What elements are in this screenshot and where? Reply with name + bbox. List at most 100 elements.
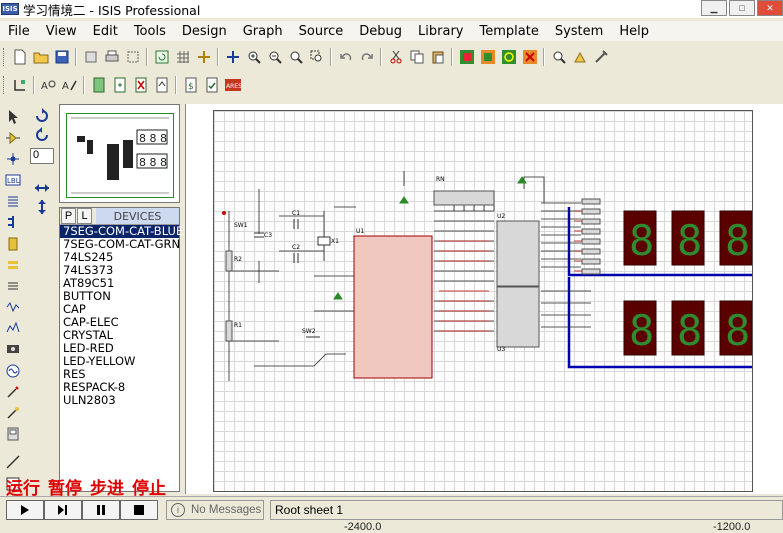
pause-button[interactable]: [82, 499, 120, 520]
new-sheet-icon[interactable]: [89, 76, 108, 95]
library-manager-button[interactable]: L: [77, 208, 92, 224]
2d-graphic-line-icon[interactable]: [3, 453, 23, 472]
device-item[interactable]: CAP: [63, 302, 86, 316]
menu-view[interactable]: View: [45, 23, 77, 39]
block-move-icon[interactable]: [478, 48, 497, 67]
seven-segment-digit[interactable]: 8: [623, 300, 657, 356]
overview-window[interactable]: 8 8 8 8 8 8: [59, 104, 180, 203]
play-button[interactable]: [6, 499, 44, 520]
zoom-in-icon[interactable]: [244, 48, 263, 67]
grid-icon[interactable]: [173, 48, 192, 67]
junction-dot-icon[interactable]: [3, 149, 23, 168]
pick-devices-button[interactable]: P: [61, 208, 76, 224]
current-probe-icon[interactable]: [3, 382, 23, 401]
c2-capacitor[interactable]: [293, 253, 299, 263]
device-item[interactable]: 74LS245: [63, 250, 114, 264]
mirror-y-icon[interactable]: [33, 197, 52, 216]
device-item[interactable]: RESPACK-8: [63, 380, 126, 394]
copy-icon[interactable]: [407, 48, 426, 67]
block-delete-icon[interactable]: [520, 48, 539, 67]
print-icon[interactable]: [102, 48, 121, 67]
u2-chip[interactable]: [496, 220, 540, 287]
property-tool-icon[interactable]: A: [60, 76, 79, 95]
menu-graph[interactable]: Graph: [242, 23, 283, 39]
bill-of-materials-icon[interactable]: $: [181, 76, 200, 95]
device-item[interactable]: 74LS373: [63, 263, 114, 277]
package-tool-icon[interactable]: [591, 48, 610, 67]
wire-autoroute-icon[interactable]: [10, 76, 29, 95]
paste-icon[interactable]: [428, 48, 447, 67]
device-item[interactable]: 7SEG-COM-CAT-GRN: [63, 237, 181, 251]
component-mode-icon[interactable]: [3, 128, 23, 147]
refresh-icon[interactable]: [152, 48, 171, 67]
c3-capacitor[interactable]: [254, 232, 264, 238]
device-item[interactable]: ULN2803: [63, 393, 116, 407]
virtual-instrument-icon[interactable]: [3, 403, 23, 422]
device-item[interactable]: RES: [63, 367, 86, 381]
netlist-to-ares-icon[interactable]: ARES: [223, 76, 242, 95]
electrical-check-icon[interactable]: [202, 76, 221, 95]
step-button[interactable]: [44, 499, 82, 520]
menu-library[interactable]: Library: [418, 23, 464, 39]
menu-tools[interactable]: Tools: [133, 23, 166, 39]
voltage-probe-icon[interactable]: [3, 361, 23, 380]
u1-chip[interactable]: [353, 235, 433, 379]
menu-debug[interactable]: Debug: [359, 23, 403, 39]
subcircuit-icon[interactable]: [3, 234, 23, 253]
c1-capacitor[interactable]: [293, 219, 299, 229]
generator-icon[interactable]: [3, 340, 23, 359]
graph-mode-icon[interactable]: [3, 298, 23, 317]
device-item[interactable]: AT89C51: [63, 276, 115, 290]
messages-panel[interactable]: i No Messages: [166, 499, 264, 520]
rotation-angle-field[interactable]: 0: [30, 148, 54, 164]
x1-crystal[interactable]: [317, 236, 331, 246]
device-item[interactable]: BUTTON: [63, 289, 111, 303]
seven-segment-digit[interactable]: 8: [719, 210, 752, 266]
tape-recorder-icon[interactable]: [3, 319, 23, 338]
menu-system[interactable]: System: [554, 23, 604, 39]
import-icon[interactable]: [81, 48, 100, 67]
pick-device-icon[interactable]: [549, 48, 568, 67]
schematic-sheet[interactable]: U1 U2 U3 RN R2: [213, 110, 753, 492]
device-pin-icon[interactable]: [3, 276, 23, 295]
device-item[interactable]: CAP-ELEC: [63, 315, 119, 329]
device-item[interactable]: CRYSTAL: [63, 328, 114, 342]
stop-button[interactable]: [120, 499, 158, 520]
text-script-icon[interactable]: [3, 192, 23, 211]
2d-line-icon[interactable]: [3, 425, 23, 444]
wire-label-icon[interactable]: LBL: [3, 171, 23, 190]
bus-icon[interactable]: [3, 213, 23, 232]
pan-icon[interactable]: [223, 48, 242, 67]
rotate-clockwise-icon[interactable]: [33, 106, 52, 125]
2d-graphic-box-icon[interactable]: [3, 474, 23, 493]
area-icon[interactable]: [123, 48, 142, 67]
open-folder-icon[interactable]: [31, 48, 50, 67]
menu-source[interactable]: Source: [298, 23, 344, 39]
device-item[interactable]: LED-YELLOW: [63, 354, 136, 368]
block-rotate-icon[interactable]: [499, 48, 518, 67]
seven-segment-digit[interactable]: 8: [671, 300, 705, 356]
rn-respack[interactable]: [433, 190, 495, 206]
zoom-all-icon[interactable]: [286, 48, 305, 67]
menu-help[interactable]: Help: [619, 23, 649, 39]
device-item[interactable]: LED-RED: [63, 341, 114, 355]
block-copy-icon[interactable]: [457, 48, 476, 67]
selection-mode-icon[interactable]: [3, 107, 23, 126]
exit-to-parent-icon[interactable]: [152, 76, 171, 95]
new-file-icon[interactable]: [10, 48, 29, 67]
save-icon[interactable]: [52, 48, 71, 67]
add-sheet-icon[interactable]: [110, 76, 129, 95]
terminal-icon[interactable]: [3, 255, 23, 274]
redo-icon[interactable]: [357, 48, 376, 67]
undo-icon[interactable]: [336, 48, 355, 67]
seven-segment-digit[interactable]: 8: [623, 210, 657, 266]
cut-icon[interactable]: [386, 48, 405, 67]
origin-icon[interactable]: [194, 48, 213, 67]
remove-sheet-icon[interactable]: [131, 76, 150, 95]
menu-design[interactable]: Design: [181, 23, 227, 39]
schematic-editor[interactable]: U1 U2 U3 RN R2: [185, 104, 783, 494]
device-item[interactable]: 7SEG-COM-CAT-BLUE: [60, 225, 183, 238]
search-tag-icon[interactable]: A: [39, 76, 58, 95]
menu-edit[interactable]: Edit: [92, 23, 118, 39]
maximize-button[interactable]: □: [729, 0, 755, 16]
